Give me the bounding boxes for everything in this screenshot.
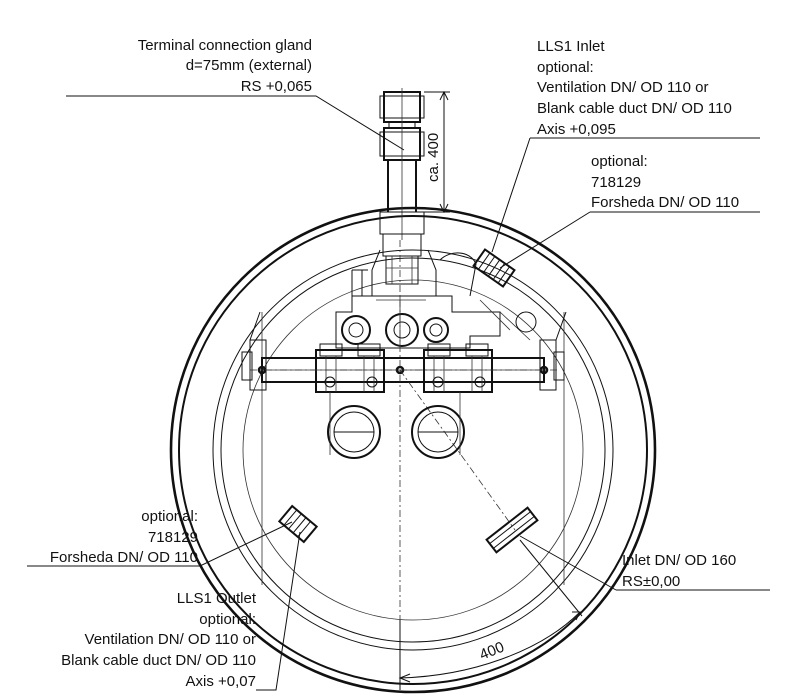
forsheda-top-leader bbox=[499, 211, 591, 269]
gland-pipe bbox=[387, 160, 417, 212]
right-valve-block bbox=[423, 349, 493, 393]
left-valve-block bbox=[315, 349, 385, 393]
left-flange bbox=[249, 339, 267, 391]
forsheda-left-leader bbox=[27, 521, 293, 567]
svg-text:optional:: optional: bbox=[537, 59, 594, 76]
shaft-rings bbox=[169, 206, 657, 694]
svg-text:Forsheda DN/ OD 110: Forsheda DN/ OD 110 bbox=[50, 549, 198, 566]
svg-text:optional:: optional: bbox=[591, 153, 648, 170]
inner-wall bbox=[212, 249, 614, 651]
svg-text:LLS1 Inlet: LLS1 Inlet bbox=[537, 38, 605, 55]
connector-lower-left bbox=[277, 504, 319, 544]
svg-text:optional:: optional: bbox=[141, 508, 198, 525]
svg-text:718129: 718129 bbox=[591, 174, 641, 191]
svg-text:RS±0,00: RS±0,00 bbox=[622, 573, 680, 590]
svg-text:Axis +0,095: Axis +0,095 bbox=[537, 121, 616, 138]
svg-text:Blank cable duct DN/ OD 110: Blank cable duct DN/ OD 110 bbox=[537, 100, 732, 117]
right-opening bbox=[411, 405, 465, 459]
central-mechanism bbox=[241, 240, 567, 660]
label-inlet: Inlet DN/ OD 160 RS±0,00 bbox=[622, 552, 736, 590]
svg-text:Blank cable duct DN/ OD 110: Blank cable duct DN/ OD 110 bbox=[61, 652, 256, 669]
svg-text:Inlet DN/ OD 160: Inlet DN/ OD 160 bbox=[622, 552, 736, 569]
terminal-gland bbox=[379, 88, 425, 285]
svg-text:d=75mm (external): d=75mm (external) bbox=[186, 57, 312, 74]
connector-upper-right bbox=[472, 248, 516, 288]
svg-text:Ventilation DN/ OD 110 or: Ventilation DN/ OD 110 or bbox=[85, 631, 256, 648]
gland-leader bbox=[66, 95, 405, 151]
height-dimension-text: ca. 400 bbox=[425, 133, 442, 182]
inner-wall-2 bbox=[220, 257, 606, 643]
height-dimension: ca. 400 bbox=[424, 90, 450, 214]
inlet-connector bbox=[485, 506, 539, 554]
inner-side-lines bbox=[261, 312, 565, 585]
label-forsheda-top: optional: 718129 Forsheda DN/ OD 110 bbox=[591, 153, 739, 211]
label-lls1-inlet: LLS1 Inlet optional: Ventilation DN/ OD … bbox=[537, 38, 732, 138]
arc-dimension-text: 400 bbox=[477, 639, 507, 664]
leader-lines bbox=[27, 95, 770, 691]
inlet-leader bbox=[519, 535, 770, 591]
label-lls1-outlet: LLS1 Outlet optional: Ventilation DN/ OD… bbox=[61, 590, 257, 690]
right-flange bbox=[539, 339, 557, 391]
svg-text:Terminal connection gland: Terminal connection gland bbox=[138, 37, 312, 54]
svg-text:RS +0,065: RS +0,065 bbox=[241, 78, 312, 95]
lls1-outlet-leader bbox=[256, 531, 301, 691]
manifold bbox=[335, 295, 501, 349]
label-forsheda-left: optional: 718129 Forsheda DN/ OD 110 bbox=[50, 508, 198, 566]
svg-text:718129: 718129 bbox=[148, 529, 198, 546]
svg-text:Forsheda DN/ OD 110: Forsheda DN/ OD 110 bbox=[591, 194, 739, 211]
svg-text:Axis +0,07: Axis +0,07 bbox=[186, 673, 256, 690]
outer-ring-inner bbox=[178, 215, 648, 685]
outer-ring bbox=[169, 206, 657, 694]
left-opening bbox=[327, 405, 381, 459]
outlet-openings bbox=[327, 392, 465, 459]
inner-cone bbox=[242, 279, 584, 621]
lls1-inlet-leader bbox=[491, 137, 531, 253]
svg-text:Ventilation DN/ OD 110 or: Ventilation DN/ OD 110 or bbox=[537, 79, 708, 96]
svg-text:optional:: optional: bbox=[199, 611, 256, 628]
svg-text:LLS1 Outlet: LLS1 Outlet bbox=[177, 590, 257, 607]
arc-dimension: 400 bbox=[398, 539, 583, 690]
label-gland: Terminal connection gland d=75mm (extern… bbox=[138, 37, 312, 95]
